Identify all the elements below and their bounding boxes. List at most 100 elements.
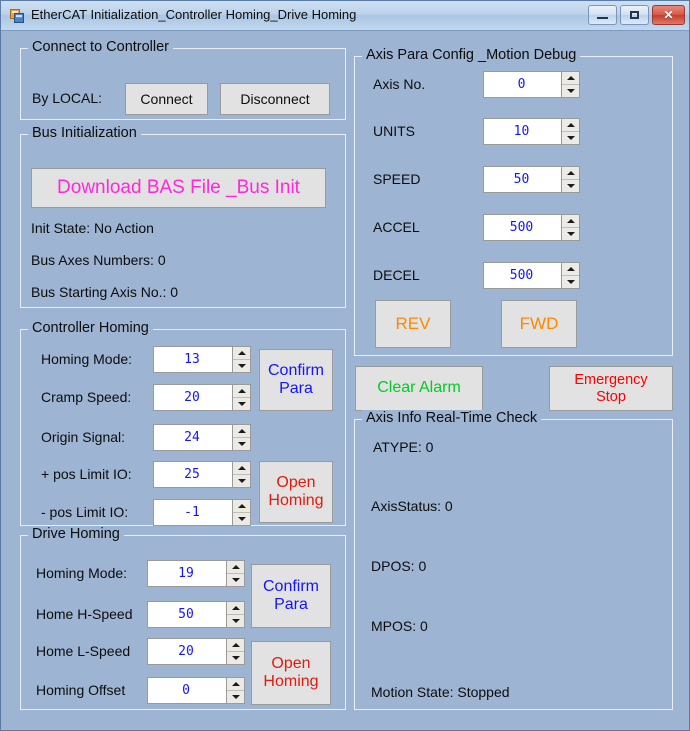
minimize-button[interactable] (588, 5, 617, 25)
spinner-down-icon[interactable] (233, 360, 250, 372)
clear-alarm-button[interactable]: Clear Alarm (355, 366, 483, 411)
spinner-arrows[interactable] (226, 561, 244, 586)
dh-homing-offset-value[interactable]: 0 (182, 683, 190, 698)
spinner-down-icon[interactable] (562, 228, 579, 240)
emergency-stop-button[interactable]: Emergency Stop (549, 366, 673, 411)
accel-stepper[interactable]: 500 (483, 214, 580, 241)
drive-confirm-para-button[interactable]: Confirm Para (251, 564, 331, 628)
spinner-down-icon[interactable] (233, 475, 250, 487)
spinner-down-icon[interactable] (227, 652, 244, 664)
dh-homing-mode-value[interactable]: 19 (178, 566, 194, 581)
speed-stepper[interactable]: 50 (483, 166, 580, 193)
spinner-arrows[interactable] (232, 385, 250, 410)
fwd-button[interactable]: FWD (501, 300, 577, 348)
spinner-down-icon[interactable] (233, 513, 250, 525)
spinner-arrows[interactable] (232, 425, 250, 450)
spinner-up-icon[interactable] (562, 167, 579, 180)
units-stepper[interactable]: 10 (483, 118, 580, 145)
spinner-arrows[interactable] (561, 119, 579, 144)
spinner-arrows[interactable] (232, 347, 250, 372)
axis-info-group: Axis Info Real-Time Check (354, 410, 673, 710)
spinner-up-icon[interactable] (227, 678, 244, 691)
speed-value[interactable]: 50 (513, 172, 530, 187)
download-bas-file-button[interactable]: Download BAS File _Bus Init (31, 168, 326, 208)
ch-cramp-speed-label: Cramp Speed: (41, 389, 132, 405)
confirm-para-line2: Para (279, 380, 313, 397)
spinner-down-icon[interactable] (227, 691, 244, 703)
axis-no-label: Axis No. (373, 76, 426, 92)
dh-home-l-speed-value[interactable]: 20 (178, 644, 194, 659)
decel-stepper[interactable]: 500 (483, 262, 580, 289)
spinner-down-icon[interactable] (562, 85, 579, 97)
ch-cramp-speed-stepper[interactable]: 20 (153, 384, 251, 411)
spinner-arrows[interactable] (232, 462, 250, 487)
ch-origin-signal-stepper[interactable]: 24 (153, 424, 251, 451)
ch-pos-limit-io-value[interactable]: 25 (184, 467, 200, 482)
spinner-arrows[interactable] (232, 500, 250, 525)
axis-status-text: AxisStatus: 0 (371, 498, 453, 514)
dh-home-h-speed-stepper[interactable]: 50 (147, 601, 245, 628)
ch-homing-mode-stepper[interactable]: 13 (153, 346, 251, 373)
form-icon (10, 9, 24, 23)
disconnect-button[interactable]: Disconnect (220, 83, 330, 115)
title-bar: EtherCAT Initialization_Controller Homin… (1, 1, 689, 31)
spinner-up-icon[interactable] (227, 639, 244, 652)
spinner-up-icon[interactable] (233, 500, 250, 513)
spinner-up-icon[interactable] (227, 561, 244, 574)
dpos-text: DPOS: 0 (371, 558, 427, 574)
spinner-arrows[interactable] (226, 678, 244, 703)
ch-pos-limit-io-stepper[interactable]: 25 (153, 461, 251, 488)
close-button[interactable]: ✕ (652, 5, 685, 25)
spinner-up-icon[interactable] (562, 263, 579, 276)
spinner-up-icon[interactable] (562, 215, 579, 228)
spinner-up-icon[interactable] (233, 425, 250, 438)
atype-text: ATYPE: 0 (373, 439, 434, 455)
spinner-down-icon[interactable] (227, 615, 244, 627)
confirm-para-line2: Para (274, 596, 308, 613)
dh-homing-offset-label: Homing Offset (36, 682, 126, 698)
axis-no-value[interactable]: 0 (517, 77, 526, 92)
speed-label: SPEED (373, 171, 421, 187)
ch-homing-mode-value[interactable]: 13 (184, 352, 200, 367)
spinner-arrows[interactable] (561, 215, 579, 240)
spinner-arrows[interactable] (561, 167, 579, 192)
dh-homing-offset-stepper[interactable]: 0 (147, 677, 245, 704)
drive-open-homing-button[interactable]: Open Homing (251, 641, 331, 705)
emergency-stop-line1: Emergency (574, 371, 648, 388)
ch-neg-limit-io-value[interactable]: -1 (184, 505, 200, 520)
spinner-up-icon[interactable] (227, 602, 244, 615)
decel-value[interactable]: 500 (509, 268, 534, 283)
spinner-up-icon[interactable] (233, 462, 250, 475)
connect-button[interactable]: Connect (125, 83, 208, 115)
accel-value[interactable]: 500 (509, 220, 534, 235)
rev-button[interactable]: REV (375, 300, 451, 348)
ch-cramp-speed-value[interactable]: 20 (184, 390, 200, 405)
ch-origin-signal-value[interactable]: 24 (184, 430, 200, 445)
axis-no-stepper[interactable]: 0 (483, 71, 580, 98)
spinner-down-icon[interactable] (233, 438, 250, 450)
maximize-button[interactable] (620, 5, 649, 25)
spinner-down-icon[interactable] (227, 574, 244, 586)
dh-home-l-speed-stepper[interactable]: 20 (147, 638, 245, 665)
controller-confirm-para-button[interactable]: Confirm Para (259, 349, 333, 411)
spinner-up-icon[interactable] (233, 385, 250, 398)
spinner-arrows[interactable] (226, 602, 244, 627)
spinner-down-icon[interactable] (562, 132, 579, 144)
axis-para-config-group: Axis Para Config _Motion Debug (354, 47, 673, 356)
dh-homing-mode-stepper[interactable]: 19 (147, 560, 245, 587)
spinner-arrows[interactable] (226, 639, 244, 664)
units-value[interactable]: 10 (513, 124, 530, 139)
dh-home-h-speed-value[interactable]: 50 (178, 607, 194, 622)
spinner-up-icon[interactable] (562, 72, 579, 85)
spinner-arrows[interactable] (561, 72, 579, 97)
maximize-icon (621, 6, 648, 24)
controller-open-homing-button[interactable]: Open Homing (259, 461, 333, 523)
spinner-up-icon[interactable] (233, 347, 250, 360)
spinner-down-icon[interactable] (562, 180, 579, 192)
spinner-down-icon[interactable] (562, 276, 579, 288)
spinner-down-icon[interactable] (233, 398, 250, 410)
controller-homing-legend: Controller Homing (28, 320, 153, 336)
spinner-arrows[interactable] (561, 263, 579, 288)
spinner-up-icon[interactable] (562, 119, 579, 132)
ch-neg-limit-io-stepper[interactable]: -1 (153, 499, 251, 526)
